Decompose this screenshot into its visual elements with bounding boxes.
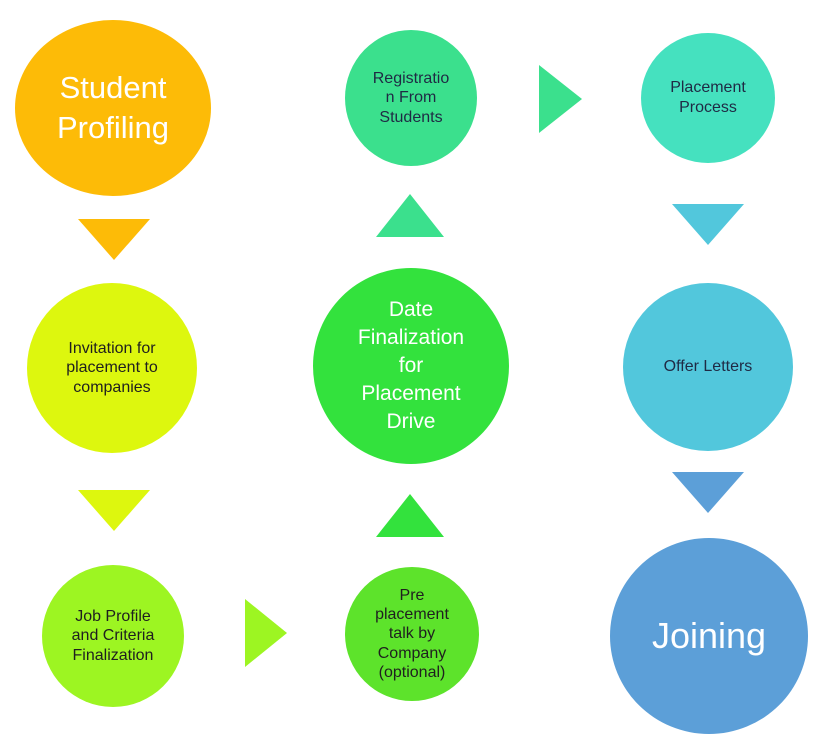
- node-offer-letters-label: Offer Letters: [663, 358, 753, 376]
- node-placement-process: Placement Process: [641, 33, 775, 163]
- arrow-right-icon: [539, 65, 582, 133]
- node-date-finalization: Date Finalization for Placement Drive: [313, 268, 509, 464]
- arrow-down-icon: [672, 472, 744, 513]
- arrow-right-icon: [245, 599, 287, 667]
- node-registration: Registratio n From Students: [345, 30, 477, 166]
- node-invitation-label: Invitation for placement to companies: [66, 339, 158, 396]
- node-invitation: Invitation for placement to companies: [27, 283, 197, 453]
- node-joining-label: Joining: [651, 615, 767, 657]
- node-joining: Joining: [610, 538, 808, 734]
- node-offer-letters: Offer Letters: [623, 283, 793, 451]
- arrow-down-icon: [78, 490, 150, 531]
- node-student-profiling-label: Student Profiling: [57, 70, 169, 145]
- arrow-up-icon: [376, 494, 444, 537]
- node-pre-placement: Pre placement talk by Company (optional): [345, 567, 479, 701]
- node-registration-label: Registratio n From Students: [372, 69, 450, 126]
- node-date-finalization-label: Date Finalization for Placement Drive: [357, 298, 465, 433]
- arrow-up-icon: [376, 194, 444, 237]
- arrow-down-icon: [78, 219, 150, 260]
- node-job-profile: Job Profile and Criteria Finalization: [42, 565, 184, 707]
- node-student-profiling: Student Profiling: [15, 20, 211, 196]
- arrow-down-icon: [672, 204, 744, 245]
- node-pre-placement-label: Pre placement talk by Company (optional): [375, 587, 449, 681]
- node-job-profile-label: Job Profile and Criteria Finalization: [71, 607, 155, 664]
- node-placement-process-label: Placement Process: [670, 79, 746, 116]
